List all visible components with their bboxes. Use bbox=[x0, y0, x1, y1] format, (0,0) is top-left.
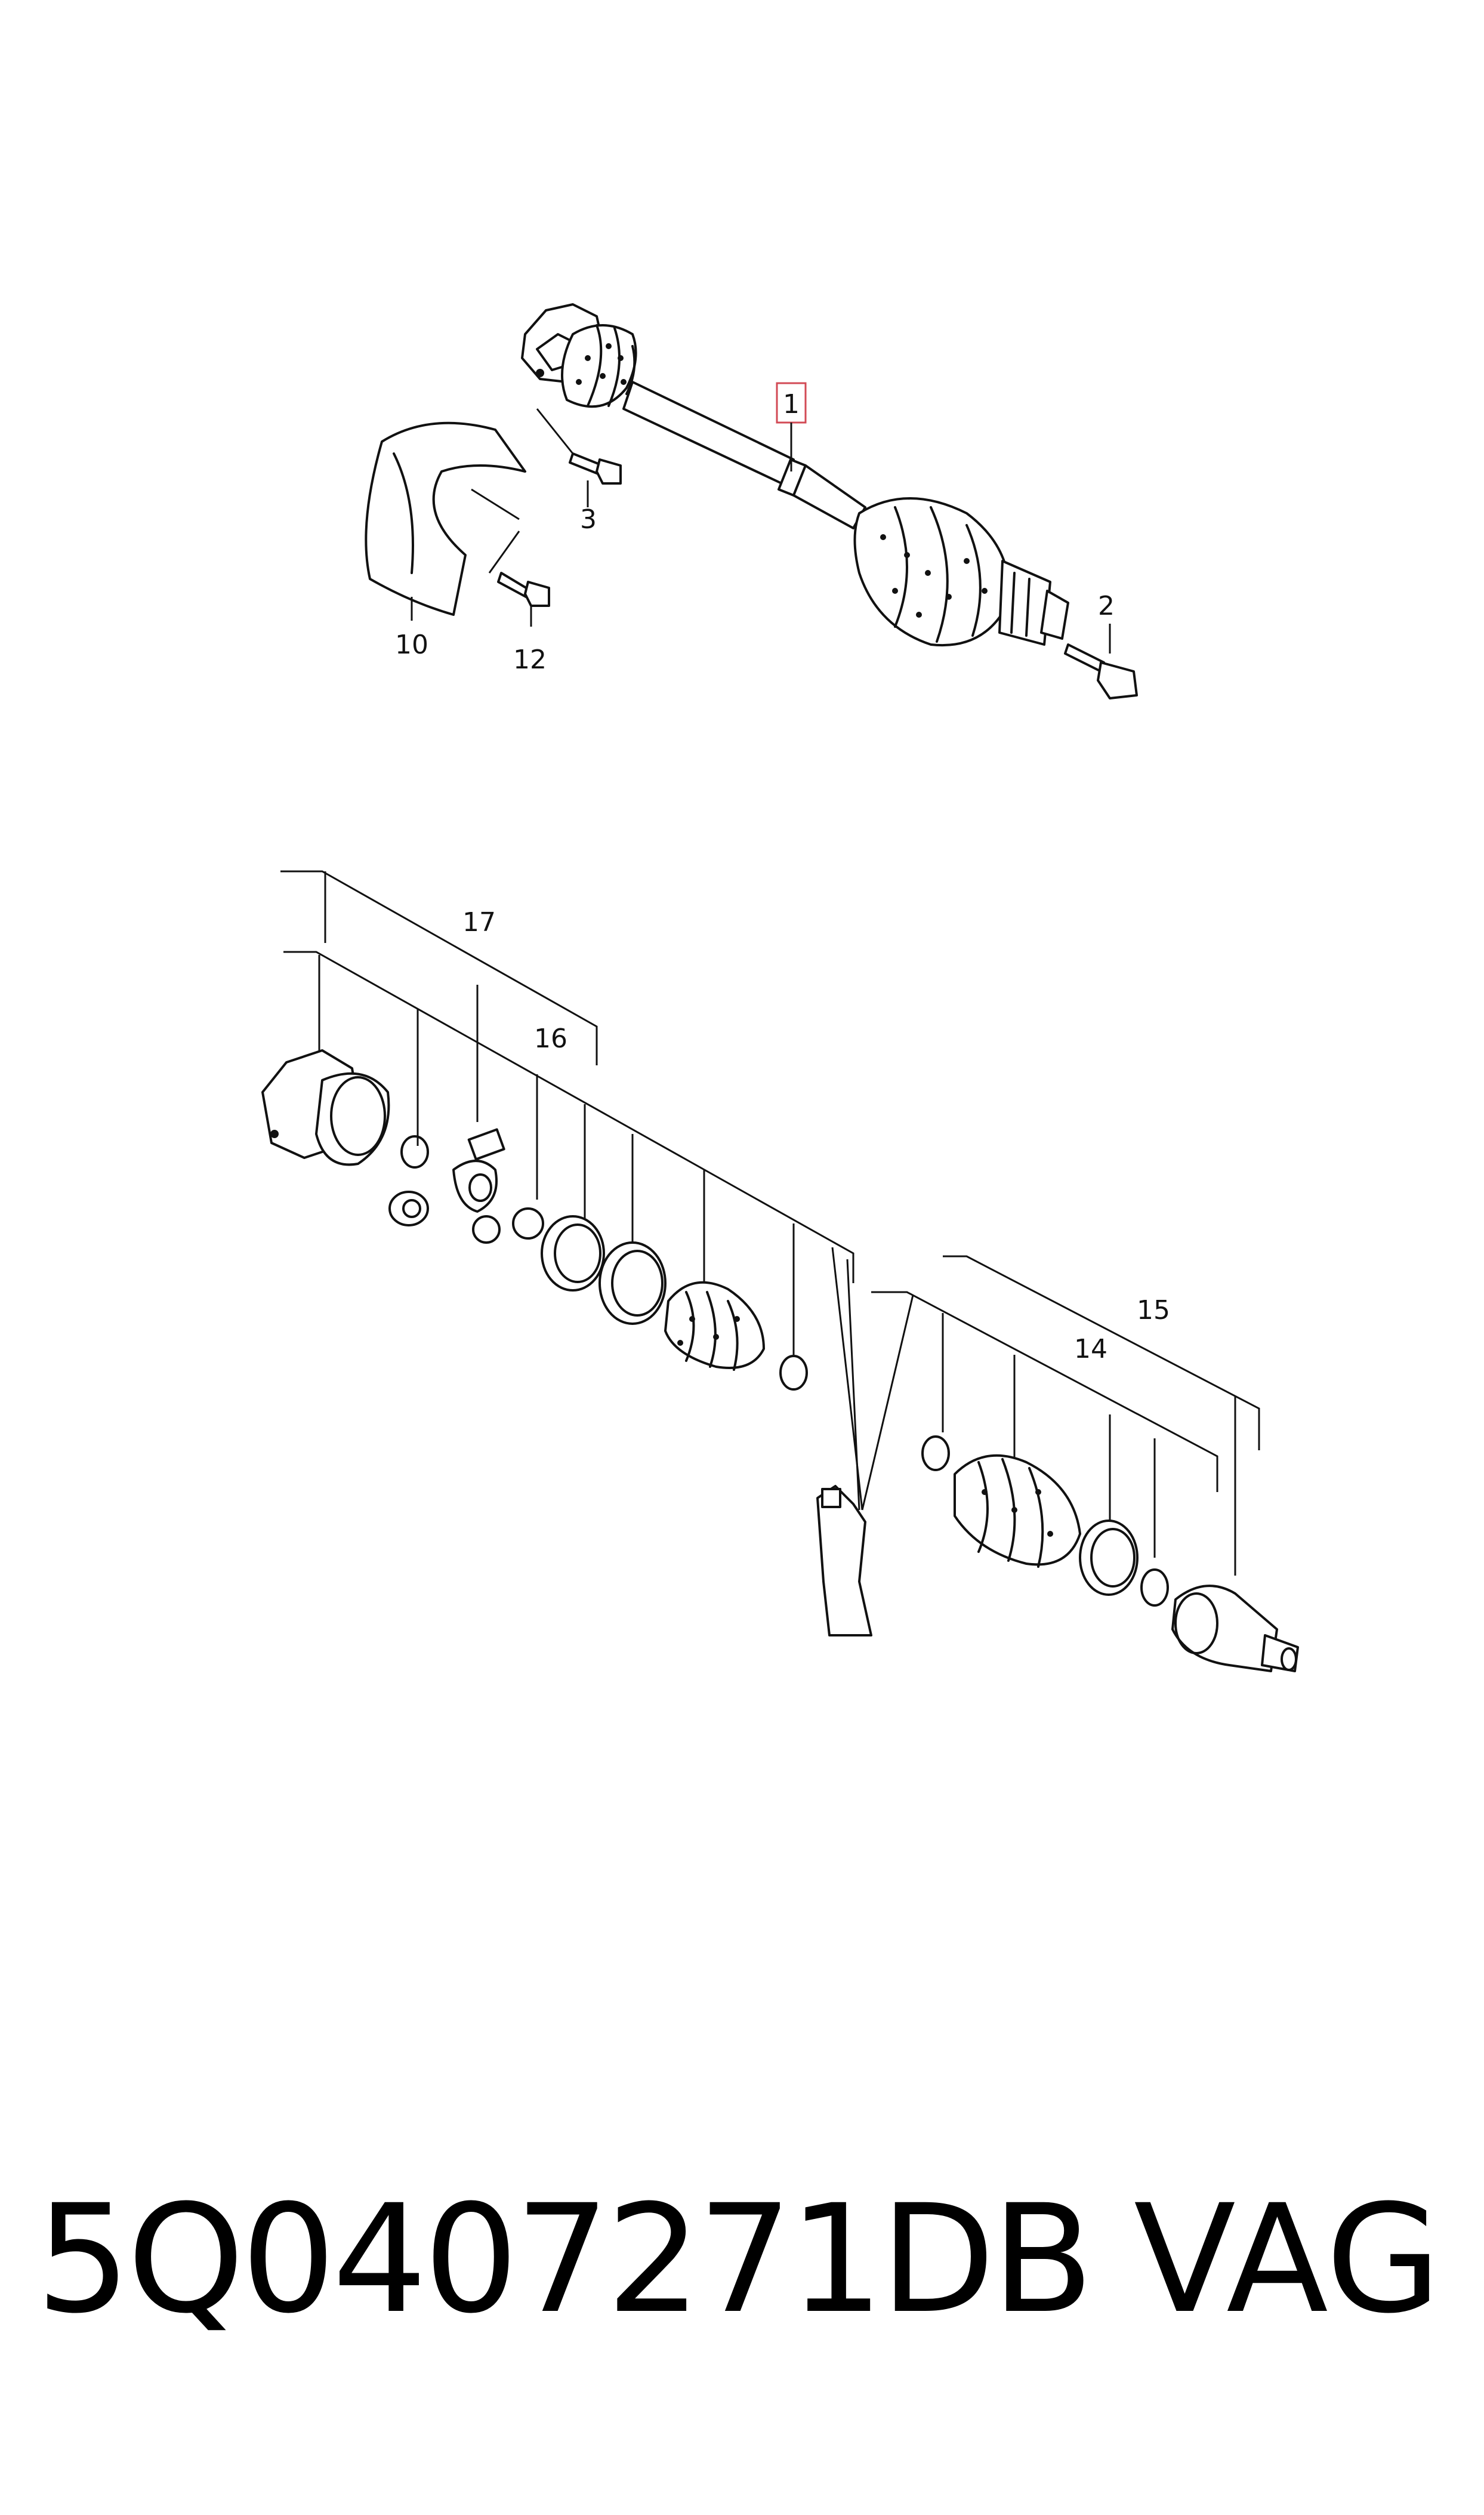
callout-15-label: 15 bbox=[1137, 1295, 1170, 1326]
bolt-3-part bbox=[536, 408, 622, 507]
callout-2-label: 2 bbox=[1098, 591, 1115, 621]
inner-boot-exploded-part bbox=[664, 1281, 765, 1371]
heat-shield-10-part bbox=[365, 421, 526, 621]
clamp-outer-band-part bbox=[1079, 1520, 1139, 1596]
outer-boot-part bbox=[853, 497, 1011, 647]
washer-part bbox=[388, 1191, 429, 1226]
clamp-inner-band-part bbox=[598, 1241, 667, 1325]
shaft-tube-part bbox=[622, 381, 866, 529]
bolt-12-part bbox=[488, 531, 550, 627]
flange-housing-part bbox=[261, 1049, 390, 1166]
outer-boot-exploded-part bbox=[954, 1454, 1081, 1568]
callout-16-label: 16 bbox=[534, 1024, 567, 1054]
bolt-2-part bbox=[1064, 624, 1138, 699]
brand-text: VAG bbox=[1134, 2172, 1442, 2346]
circlip-part bbox=[400, 1135, 429, 1169]
callout-3-label: 3 bbox=[580, 504, 597, 535]
clamp-outer-small-part bbox=[921, 1435, 950, 1471]
callout-12-label: 12 bbox=[513, 645, 547, 675]
circlip-outer-part bbox=[1140, 1568, 1169, 1607]
inner-boot-part bbox=[561, 324, 637, 408]
grease-tube-part bbox=[816, 1485, 872, 1636]
drive-shaft-assembly bbox=[521, 303, 1069, 647]
callout-10-label: 10 bbox=[395, 630, 428, 660]
callout-1-label: 1 bbox=[783, 389, 800, 420]
clamp-inner-small-part bbox=[779, 1355, 808, 1391]
clamp-inner-large-part bbox=[541, 1215, 605, 1292]
callout-14-label: 14 bbox=[1074, 1334, 1107, 1364]
part-number-text: 5Q0407271DB bbox=[36, 2172, 1094, 2346]
kit-14-bracket bbox=[861, 1291, 1218, 1558]
kit-17-bracket bbox=[280, 870, 598, 1122]
spider-hub-part bbox=[452, 1128, 505, 1213]
callout-17-label: 17 bbox=[462, 907, 496, 938]
outer-cv-joint-part bbox=[1171, 1585, 1299, 1672]
small-ring-part bbox=[512, 1207, 544, 1240]
kit-15-bracket bbox=[943, 1255, 1260, 1576]
small-nut-part bbox=[472, 1215, 501, 1244]
outer-cv-stub-part bbox=[998, 560, 1069, 646]
